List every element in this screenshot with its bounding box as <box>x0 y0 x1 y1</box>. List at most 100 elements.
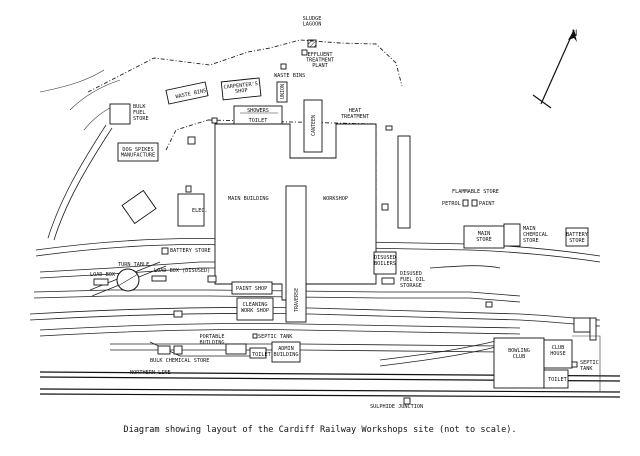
small-box-e <box>381 203 389 211</box>
track-9 <box>39 323 521 331</box>
small-box-d <box>385 125 393 131</box>
club-boundary <box>572 335 601 392</box>
load-box <box>93 278 109 286</box>
canteen-label: CANTEEN <box>311 115 317 136</box>
septic-tank-right-box <box>571 361 578 368</box>
small-box-a <box>211 117 218 124</box>
small-box-top <box>280 63 287 70</box>
bulk-chemical-store-b <box>173 345 183 355</box>
battery-store-left <box>161 247 169 255</box>
elec <box>177 193 205 227</box>
petrol-box <box>462 199 469 207</box>
track-6 <box>33 295 521 303</box>
union-label: UNION <box>280 84 286 99</box>
disused-boilers <box>373 251 397 275</box>
load-box-label: LOAD BOX <box>90 272 116 278</box>
effluent-box <box>301 49 308 56</box>
track-5 <box>33 289 521 297</box>
small-box-b <box>187 136 196 145</box>
small-box-h <box>173 310 183 318</box>
track-7 <box>29 307 601 321</box>
paint-shop <box>231 281 273 295</box>
elec-label: ELEC. <box>192 208 208 214</box>
toilet-right <box>543 369 569 389</box>
turn-table-label: TURN TABLE <box>118 262 149 268</box>
workshop-label: WORKSHOP <box>323 196 348 202</box>
club-annex-2 <box>589 317 597 341</box>
paint-label: PAINT <box>479 201 495 207</box>
cleaning-workshop <box>236 297 274 321</box>
sulphide-junction-label: SULPHIDE JUNCTION <box>370 404 423 410</box>
sludge-lagoon <box>307 39 317 48</box>
dog-spikes-manufacture <box>117 142 159 162</box>
left-curve-track-2 <box>53 127 113 241</box>
left-curve-track-1 <box>47 124 107 239</box>
carpenters-shop-label: CARPENTER'SSHOP <box>223 81 258 96</box>
traverse <box>285 185 307 323</box>
club-annex-1 <box>573 317 591 333</box>
main-building-label: MAIN BUILDING <box>228 196 269 202</box>
east-long-building <box>397 135 411 229</box>
load-box-disused <box>151 275 167 282</box>
bulk-chemical-store-label: BULK CHEMICAL STORE <box>150 358 209 364</box>
petrol-label: PETROL <box>442 201 461 207</box>
septic-tank-mid <box>252 333 258 339</box>
stream-line-3 <box>69 79 121 111</box>
admin-building <box>271 341 301 363</box>
carpenters-shop <box>220 77 262 101</box>
club-house <box>543 339 573 369</box>
disused-fuel-oil-box <box>381 277 395 285</box>
siding-right-2 <box>379 345 501 367</box>
showers-label: SHOWERS <box>247 108 269 114</box>
southern-track-2 <box>39 393 621 398</box>
waste-bins-top-label: WASTE BINS <box>274 73 305 79</box>
left-block <box>121 189 157 225</box>
battery-store-left-label: BATTERY STORE <box>170 248 211 254</box>
paint-shop-label: PAINT SHOP <box>236 286 267 292</box>
southern-track-1 <box>39 388 621 393</box>
toilet-mid-label: TOILET <box>252 352 271 358</box>
elec-small <box>185 185 192 193</box>
site-boundary-west <box>165 119 209 151</box>
siding-right-3 <box>429 265 501 269</box>
siding-right-1 <box>379 339 501 361</box>
bulk-fuel-store <box>109 103 131 125</box>
toilet-right-label: TOILET <box>548 377 567 383</box>
septic-tank-mid-label: SEPTIC TANK <box>258 334 293 340</box>
site-boundary-line <box>87 39 403 93</box>
stream-line <box>39 69 105 93</box>
toilet-top-label: TOILET <box>249 118 268 124</box>
union <box>276 81 288 103</box>
traverse-label: TRAVERSE <box>294 288 300 312</box>
canteen <box>303 99 323 153</box>
main-chemical-store-box <box>503 223 521 247</box>
waste-bins-left <box>165 81 209 105</box>
site-boundary-east <box>207 119 377 125</box>
north-arrow: N <box>532 29 577 109</box>
sulphide-junction-box <box>403 397 411 405</box>
toilet-mid <box>249 347 267 359</box>
track-10 <box>39 329 521 337</box>
bowling-club <box>493 337 545 389</box>
flammable-store-label: FLAMMABLE STORE <box>452 189 499 195</box>
battery-store-right <box>565 227 589 247</box>
bulk-chemical-store-a <box>157 345 171 355</box>
portable-building <box>225 343 247 355</box>
diagram-caption: Diagram showing layout of the Cardiff Ra… <box>123 425 516 435</box>
north-label: N <box>572 29 577 39</box>
